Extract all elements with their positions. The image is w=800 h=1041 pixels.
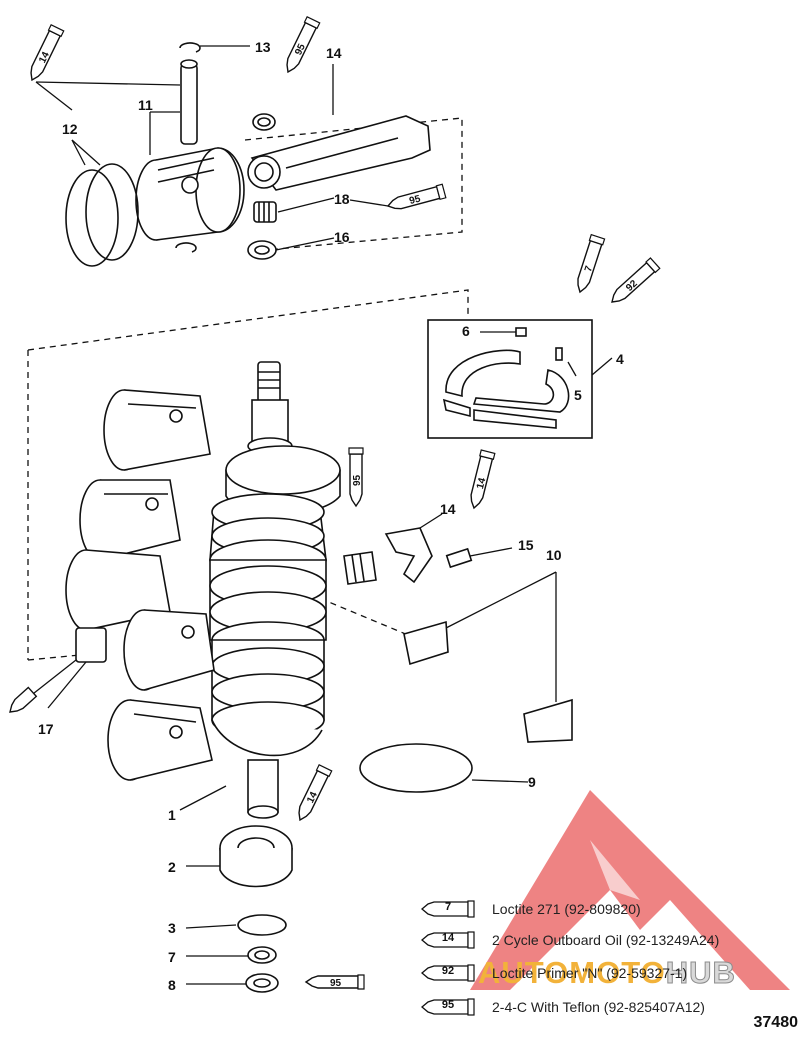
- tube-icon-14-topleft: 14: [30, 23, 65, 82]
- watermark-text: AUTOMOTOHUB: [478, 955, 736, 991]
- callout-3: 3: [168, 920, 176, 936]
- callout-16: 16: [334, 229, 350, 245]
- tube-icon: 95: [418, 998, 484, 1016]
- legend-code: 7: [444, 901, 452, 913]
- tube-label: 95: [408, 193, 422, 207]
- legend-row-7: 7 Loctite 271 (92-809820): [418, 898, 641, 920]
- callout-8: 8: [168, 977, 176, 993]
- legend-code: 14: [441, 932, 455, 944]
- callout-13: 13: [255, 39, 271, 55]
- tube-label: 95: [330, 978, 342, 989]
- callout-7: 7: [168, 949, 176, 965]
- bearing-band-inset: [427, 319, 593, 439]
- tube-icon: 14: [418, 931, 484, 949]
- callout-18: 18: [334, 191, 350, 207]
- figure-id: 37480: [753, 1014, 799, 1031]
- callout-12: 12: [62, 121, 78, 137]
- callout-6: 6: [462, 323, 470, 339]
- tube-label: 7: [583, 264, 595, 273]
- leader-lines: [9, 45, 613, 985]
- tube-icon-95-mid: 95: [348, 447, 364, 508]
- callout-9: 9: [528, 774, 536, 790]
- tube-label: 14: [475, 476, 488, 490]
- tube-icon-95-top: 95: [286, 15, 321, 74]
- tube-icon-14-bottom: 14: [298, 763, 333, 822]
- tube-label: 95: [352, 474, 363, 486]
- tube-icon-7-band: 7: [577, 233, 606, 294]
- legend-text: Loctite Primer "N" (92-59327-1): [492, 965, 688, 981]
- callout-17: 17: [38, 721, 54, 737]
- tube-icon-92-band: 92: [611, 257, 661, 303]
- tube-label: 14: [305, 790, 320, 805]
- callout-14-mid: 14: [440, 501, 456, 517]
- legend-row-95: 95 2-4-C With Teflon (92-825407A12): [418, 996, 705, 1018]
- legend-row-14: 14 2 Cycle Outboard Oil (92-13249A24): [418, 929, 719, 951]
- tube-icon-95-bottom: 95: [304, 974, 365, 990]
- tube-icon-14-mid: 14: [470, 449, 496, 510]
- loose-parts: [75, 527, 573, 993]
- tube-label: 14: [37, 50, 52, 65]
- tube-icon-partial-left: [9, 686, 38, 713]
- callout-4: 4: [616, 351, 624, 367]
- crankshaft: [209, 361, 341, 819]
- tube-icon-95-rod: 95: [386, 183, 447, 210]
- pistons-on-crank: [65, 389, 215, 781]
- callout-1: 1: [168, 807, 176, 823]
- legend-code: 92: [441, 965, 455, 977]
- piston-rod-assembly: [65, 42, 463, 267]
- callout-2: 2: [168, 859, 176, 875]
- callout-11: 11: [138, 97, 153, 113]
- callout-14-top: 14: [326, 45, 342, 61]
- callout-labels: 13 11 12 14 18 16 6 4 5 14 15 10 9 17 1 …: [38, 39, 624, 993]
- crankshaft-outline-box: [27, 289, 469, 661]
- watermark-logo: [470, 790, 790, 990]
- legend-text: 2 Cycle Outboard Oil (92-13249A24): [492, 932, 720, 948]
- legend-text: Loctite 271 (92-809820): [492, 901, 641, 917]
- legend-text: 2-4-C With Teflon (92-825407A12): [492, 999, 705, 1015]
- tube-icon: 7: [418, 900, 484, 918]
- tube-label: 95: [293, 42, 308, 57]
- tube-icon: 92: [418, 964, 484, 982]
- callout-10: 10: [546, 547, 562, 563]
- legend-code: 95: [441, 999, 455, 1011]
- callout-5: 5: [574, 387, 582, 403]
- callout-15: 15: [518, 537, 534, 553]
- legend-row-92: 92 Loctite Primer "N" (92-59327-1): [418, 962, 687, 984]
